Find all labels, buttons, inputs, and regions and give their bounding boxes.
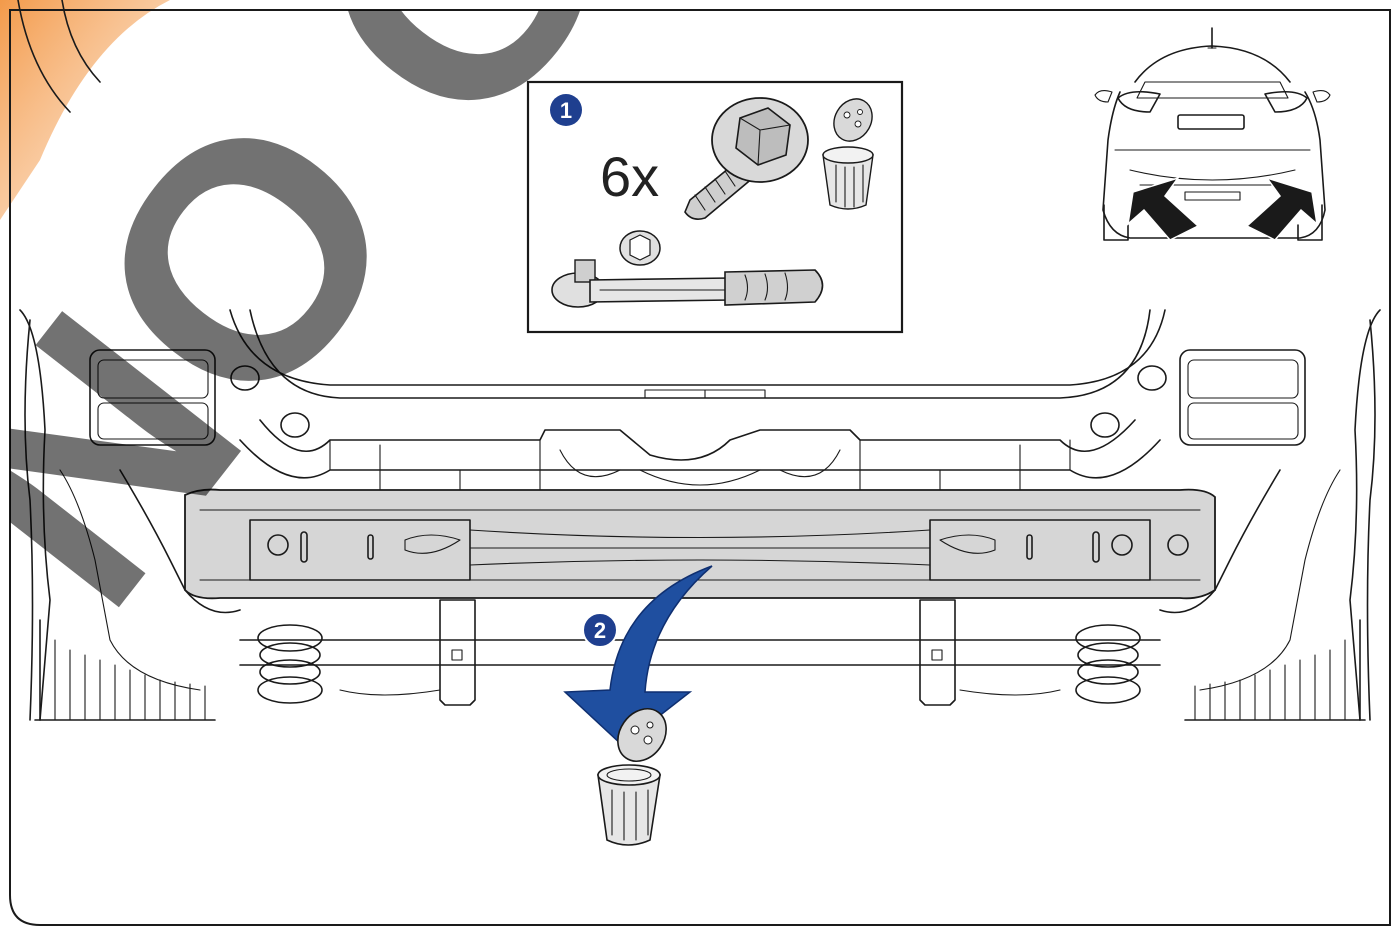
rear-bumper-beam xyxy=(184,488,1216,600)
socket-icon xyxy=(619,230,661,266)
step-2-group: 2 xyxy=(563,565,713,846)
step-1-badge: 1 xyxy=(550,94,582,126)
kit-box: 1 6x xyxy=(526,80,904,334)
cage-nut-icon xyxy=(822,98,874,210)
right-tire xyxy=(1184,619,1366,721)
left-tire xyxy=(34,619,216,721)
quantity-label: 6x xyxy=(600,145,659,208)
vehicle-rear-structure xyxy=(19,309,1381,721)
curved-down-arrow-icon xyxy=(563,565,713,746)
pointer-arrow-left-icon xyxy=(1126,176,1200,241)
cage-nut-icon xyxy=(597,708,667,846)
step-1-number: 1 xyxy=(560,98,572,123)
flange-bolt-icon xyxy=(684,97,809,220)
step-2-number: 2 xyxy=(594,618,606,643)
ratchet-wrench-icon xyxy=(551,259,824,308)
step-2-badge: 2 xyxy=(582,612,618,648)
page-frame xyxy=(9,9,1391,926)
pointer-arrow-right-icon xyxy=(1245,176,1319,241)
rear-car-view xyxy=(1094,27,1331,241)
